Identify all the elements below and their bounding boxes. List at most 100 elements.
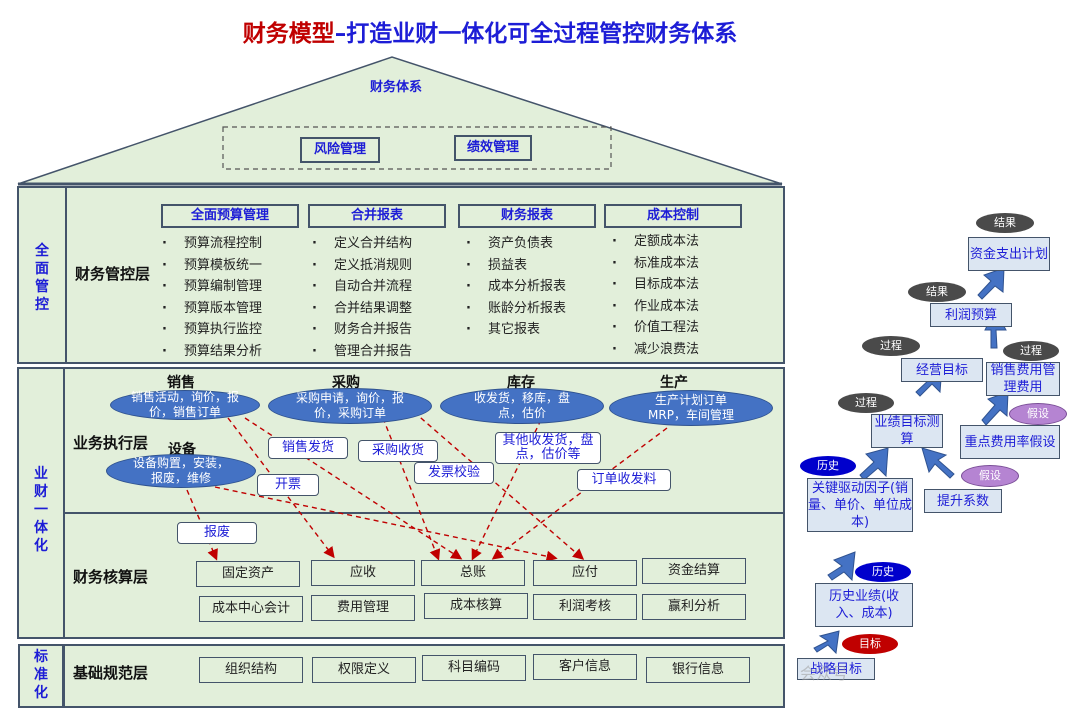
module-equipment: 设备购置，安装，报废，维修 [106, 454, 256, 488]
right-arrows [813, 267, 1009, 655]
list-item: 自动合并流程 [312, 276, 412, 298]
arrow-sales-gl [244, 417, 463, 560]
acct-fixed-assets: 固定资产 [196, 561, 300, 587]
arrow-purchase-gl [382, 417, 441, 561]
module-sales: 销售活动，询价，报价，销售订单 [110, 390, 260, 420]
std-org-structure: 组织结构 [199, 657, 303, 683]
list-item: 管理合并报告 [312, 341, 412, 363]
acct-receivable: 应收 [311, 560, 415, 586]
management-side [17, 186, 67, 364]
tag-process-3: 过程 [838, 393, 894, 413]
flow-purchase-receipt: 采购收货 [358, 440, 438, 462]
arrow-production-gl [491, 427, 668, 560]
flow-invoicing: 开票 [257, 474, 319, 496]
box-history-perf: 历史业绩(收入、成本) [815, 583, 913, 627]
tag-target: 目标 [842, 634, 898, 654]
header-fin-report: 财务报表 [458, 204, 596, 228]
list-item: 预算模板统一 [162, 255, 262, 277]
module-purchase: 采购申请，询价，报价，采购订单 [268, 388, 432, 424]
tag-history-2: 历史 [855, 562, 911, 582]
list-item: 损益表 [466, 255, 566, 277]
list-item: 预算编制管理 [162, 276, 262, 298]
box-sales-expense: 销售费用管理费用 [986, 362, 1060, 396]
layer-label-execution: 业务执行层 [73, 434, 149, 452]
arrow-up-1 [813, 630, 840, 655]
roof-box-risk: 风险管理 [300, 137, 380, 163]
list-item: 价值工程法 [612, 317, 699, 339]
list-item: 财务合并报告 [312, 319, 412, 341]
flow-invoice-check: 发票校验 [414, 462, 494, 484]
list-item: 预算版本管理 [162, 298, 262, 320]
list-cost-control: 定额成本法 标准成本法 目标成本法 作业成本法 价值工程法 减少浪费法 [612, 231, 699, 360]
roof-box-performance: 绩效管理 [454, 135, 532, 161]
box-perf-target: 业绩目标测算 [871, 414, 943, 448]
list-item: 其它报表 [466, 319, 566, 341]
list-item: 标准成本法 [612, 253, 699, 275]
acct-payable: 应付 [533, 560, 637, 586]
box-strategy: 战略目标 [797, 658, 875, 680]
box-profit-budget: 利润预算 [930, 303, 1012, 327]
list-item: 成本分析报表 [466, 276, 566, 298]
side-label-integration: 业财一体化 [34, 466, 48, 554]
flow-sales-delivery: 销售发货 [268, 437, 348, 459]
side-label-management: 全面管控 [35, 243, 49, 313]
module-title-production: 生产 [660, 375, 688, 391]
std-account-code: 科目编码 [422, 655, 526, 681]
arrow-up-4 [921, 447, 955, 479]
std-bank-info: 银行信息 [646, 657, 750, 683]
acct-profit-analysis: 赢利分析 [642, 594, 746, 620]
acct-general-ledger: 总账 [421, 560, 525, 586]
arrow-inventory-gl [471, 419, 542, 561]
std-customer-info: 客户信息 [533, 654, 637, 680]
list-fin-report: 资产负债表 损益表 成本分析报表 账龄分析报表 其它报表 [466, 233, 566, 341]
tag-assume-2: 假设 [961, 465, 1019, 487]
module-title-purchase: 采购 [332, 375, 360, 391]
flow-other-inventory: 其他收发货，盘点，估价等 [495, 432, 601, 464]
list-item: 定义抵消规则 [312, 255, 412, 277]
arrow-purchase-ap [413, 411, 585, 560]
title-part1: 财务模型 [242, 21, 335, 47]
module-inventory: 收发货，移库，盘点，估价 [440, 388, 604, 424]
list-item: 定义合并结构 [312, 233, 412, 255]
tag-process-1: 过程 [862, 336, 920, 356]
box-uplift: 提升系数 [924, 489, 1002, 513]
arrow-equip-ap [214, 486, 558, 562]
acct-fund-settlement: 资金结算 [642, 558, 746, 584]
side-label-standard: 标准化 [34, 649, 48, 701]
flow-arrows [186, 411, 668, 562]
tag-process-2: 过程 [1003, 341, 1059, 361]
header-budget: 全面预算管理 [161, 204, 299, 228]
acct-expense-mgmt: 费用管理 [311, 595, 415, 621]
roof-dashed-frame [222, 126, 612, 170]
list-consolidation: 定义合并结构 定义抵消规则 自动合并流程 合并结果调整 财务合并报告 管理合并报… [312, 233, 412, 362]
watermark: 会众号 [800, 664, 849, 683]
layer-label-accounting: 财务核算层 [73, 568, 149, 586]
list-item: 作业成本法 [612, 296, 699, 318]
acct-cost-accounting: 成本核算 [424, 593, 528, 619]
box-key-expense: 重点费用率假设 [960, 425, 1060, 459]
arrow-up-6 [981, 391, 1009, 426]
flow-scrap: 报废 [177, 522, 257, 544]
arrow-up-2 [827, 551, 856, 582]
box-key-drivers: 关键驱动因子(销量、单价、单位成本) [807, 478, 913, 532]
tag-history-1: 历史 [800, 456, 856, 476]
box-biz-target: 经营目标 [901, 358, 983, 382]
acct-cost-center: 成本中心会计 [199, 596, 303, 622]
list-item: 减少浪费法 [612, 339, 699, 361]
list-item: 账龄分析报表 [466, 298, 566, 320]
tag-assume-1: 假设 [1009, 403, 1067, 425]
arrow-up-3 [859, 447, 889, 481]
list-item: 预算执行监控 [162, 319, 262, 341]
list-item: 预算结果分析 [162, 341, 262, 363]
list-item: 目标成本法 [612, 274, 699, 296]
header-cost-control: 成本控制 [604, 204, 742, 228]
layer-label-management: 财务管控层 [75, 265, 151, 283]
list-budget: 预算流程控制 预算模板统一 预算编制管理 预算版本管理 预算执行监控 预算结果分… [162, 233, 262, 362]
list-item: 资产负债表 [466, 233, 566, 255]
list-item: 定额成本法 [612, 231, 699, 253]
module-production: 生产计划订单 MRP，车间管理 [609, 390, 773, 426]
title-part2: –打造业财一体化可全过程管控财务体系 [334, 21, 738, 47]
list-item: 合并结果调整 [312, 298, 412, 320]
module-title-sales: 销售 [167, 375, 195, 391]
flow-order-material: 订单收发料 [577, 469, 671, 491]
